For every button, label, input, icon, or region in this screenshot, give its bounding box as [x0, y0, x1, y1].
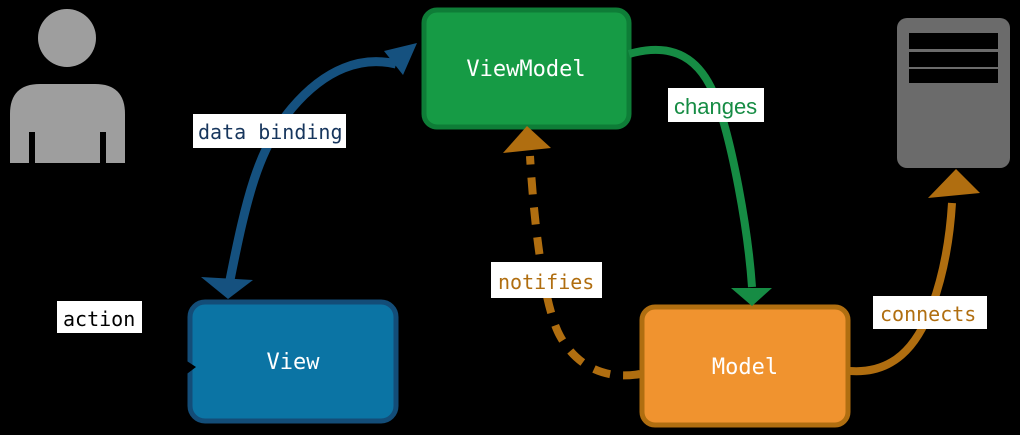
- model-box: [639, 304, 851, 428]
- connects-label-text: connects: [880, 302, 976, 326]
- connects-arrowhead: [928, 169, 980, 198]
- action-arrowhead: [170, 350, 196, 386]
- view-label: View: [267, 350, 321, 375]
- action-label-bg: [57, 301, 142, 333]
- action-arrow-line: [68, 164, 177, 375]
- label-connects: connects: [873, 296, 987, 329]
- data-binding-arrow-line: [225, 57, 398, 281]
- user-icon-head: [38, 9, 96, 67]
- view-box: [187, 299, 399, 424]
- changes-arrow-line: [627, 45, 756, 288]
- node-view: View: [187, 299, 399, 424]
- viewmodel-label: ViewModel: [466, 57, 585, 82]
- server-icon-slot: [909, 52, 998, 67]
- changes-label-bg: [668, 88, 764, 122]
- edge-connects: [849, 169, 980, 376]
- model-label: Model: [712, 355, 778, 380]
- changes-arrowhead: [731, 288, 772, 306]
- label-changes: changes: [668, 88, 764, 122]
- user-icon-arm-gap-left: [29, 132, 35, 163]
- notifies-arrow-line: [526, 155, 641, 380]
- edge-notifies: [503, 126, 641, 380]
- connects-arrow-line: [849, 202, 956, 376]
- label-data-binding: data binding: [193, 114, 346, 148]
- data-binding-label-text: data binding: [198, 120, 343, 144]
- server-icon-slot: [909, 69, 998, 83]
- edge-action: [68, 164, 196, 386]
- notifies-label-text: notifies: [498, 270, 594, 294]
- user-icon-arm-gap-right: [100, 132, 106, 163]
- data-binding-arrowhead-view: [201, 277, 253, 299]
- notifies-label-bg: [491, 262, 602, 298]
- notifies-arrowhead: [503, 126, 551, 153]
- edge-data-binding: [201, 43, 417, 299]
- server-icon: [897, 18, 1010, 168]
- server-icon-slot: [909, 33, 998, 49]
- connects-label-bg: [873, 296, 987, 329]
- user-icon-body: [10, 84, 125, 163]
- node-model: Model: [639, 304, 851, 428]
- changes-label-text: changes: [674, 94, 757, 119]
- user-icon: [10, 9, 125, 163]
- label-notifies: notifies: [491, 262, 602, 298]
- data-binding-arrowhead-viewmodel: [384, 43, 417, 75]
- data-binding-label-bg: [193, 114, 346, 148]
- node-viewmodel: ViewModel: [421, 7, 632, 130]
- label-action: action: [57, 301, 142, 333]
- action-label-text: action: [63, 307, 135, 331]
